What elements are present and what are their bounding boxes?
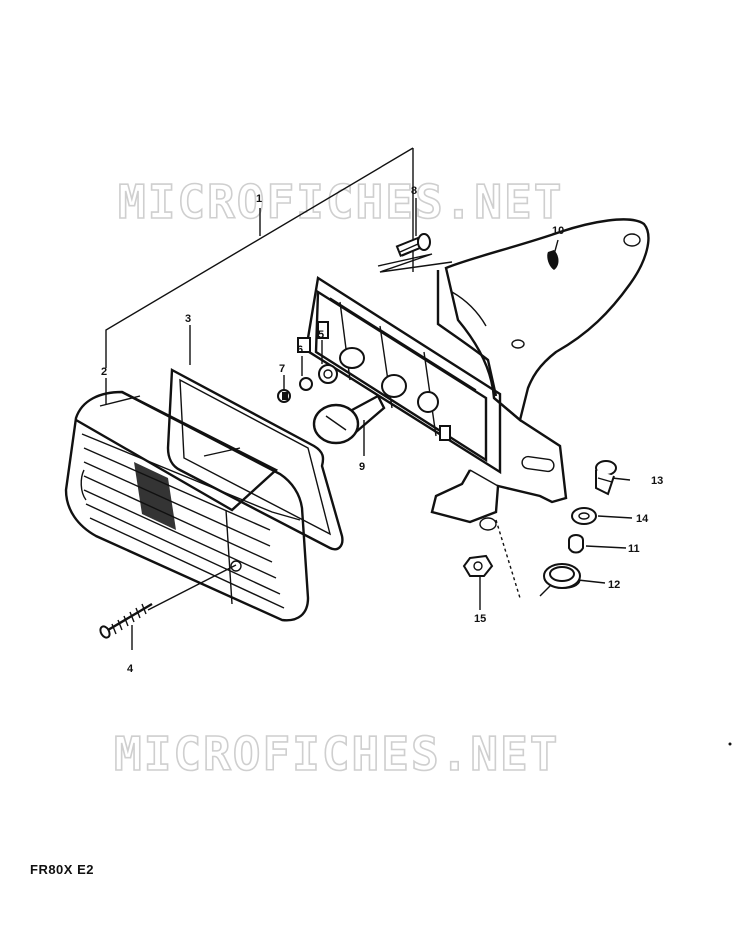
callout-4: 4 [127, 663, 134, 675]
callout-9: 9 [359, 461, 365, 473]
watermark-top: MICROFICHES.NET [118, 175, 563, 229]
callout-10: 10 [552, 225, 564, 237]
grommet-5 [318, 364, 338, 384]
screw-4 [99, 602, 153, 639]
collar-11 [568, 534, 584, 554]
callout-14: 14 [636, 513, 649, 525]
callout-labels: 1 2 3 4 5 6 7 8 9 10 11 12 13 14 15 [101, 185, 663, 675]
callout-11: 11 [628, 543, 640, 555]
speck-dot [728, 742, 732, 746]
gasket [166, 368, 344, 551]
mounting-bracket [430, 218, 650, 531]
nut-15 [462, 554, 494, 577]
callout-3: 3 [185, 313, 191, 325]
lamp-lens [64, 390, 310, 622]
callout-6: 6 [297, 344, 303, 356]
callout-5: 5 [318, 329, 324, 341]
callout-2: 2 [101, 366, 107, 378]
callout-12: 12 [608, 579, 620, 591]
bolt-13 [595, 460, 617, 496]
bulb [312, 394, 386, 445]
bolt-8 [377, 233, 453, 273]
callout-8: 8 [411, 185, 417, 197]
callout-13: 13 [651, 475, 663, 487]
watermark-bottom: MICROFICHES.NET [114, 727, 559, 781]
lamp-base-plate [297, 276, 502, 475]
callout-7: 7 [279, 363, 285, 375]
callout-1: 1 [256, 193, 262, 205]
washer-14 [571, 507, 597, 525]
callout-15: 15 [474, 613, 486, 625]
washer-6 [299, 377, 313, 391]
leader-lines [105, 147, 633, 650]
model-label: FR80X E2 [30, 862, 94, 877]
grommet-12 [543, 563, 581, 589]
